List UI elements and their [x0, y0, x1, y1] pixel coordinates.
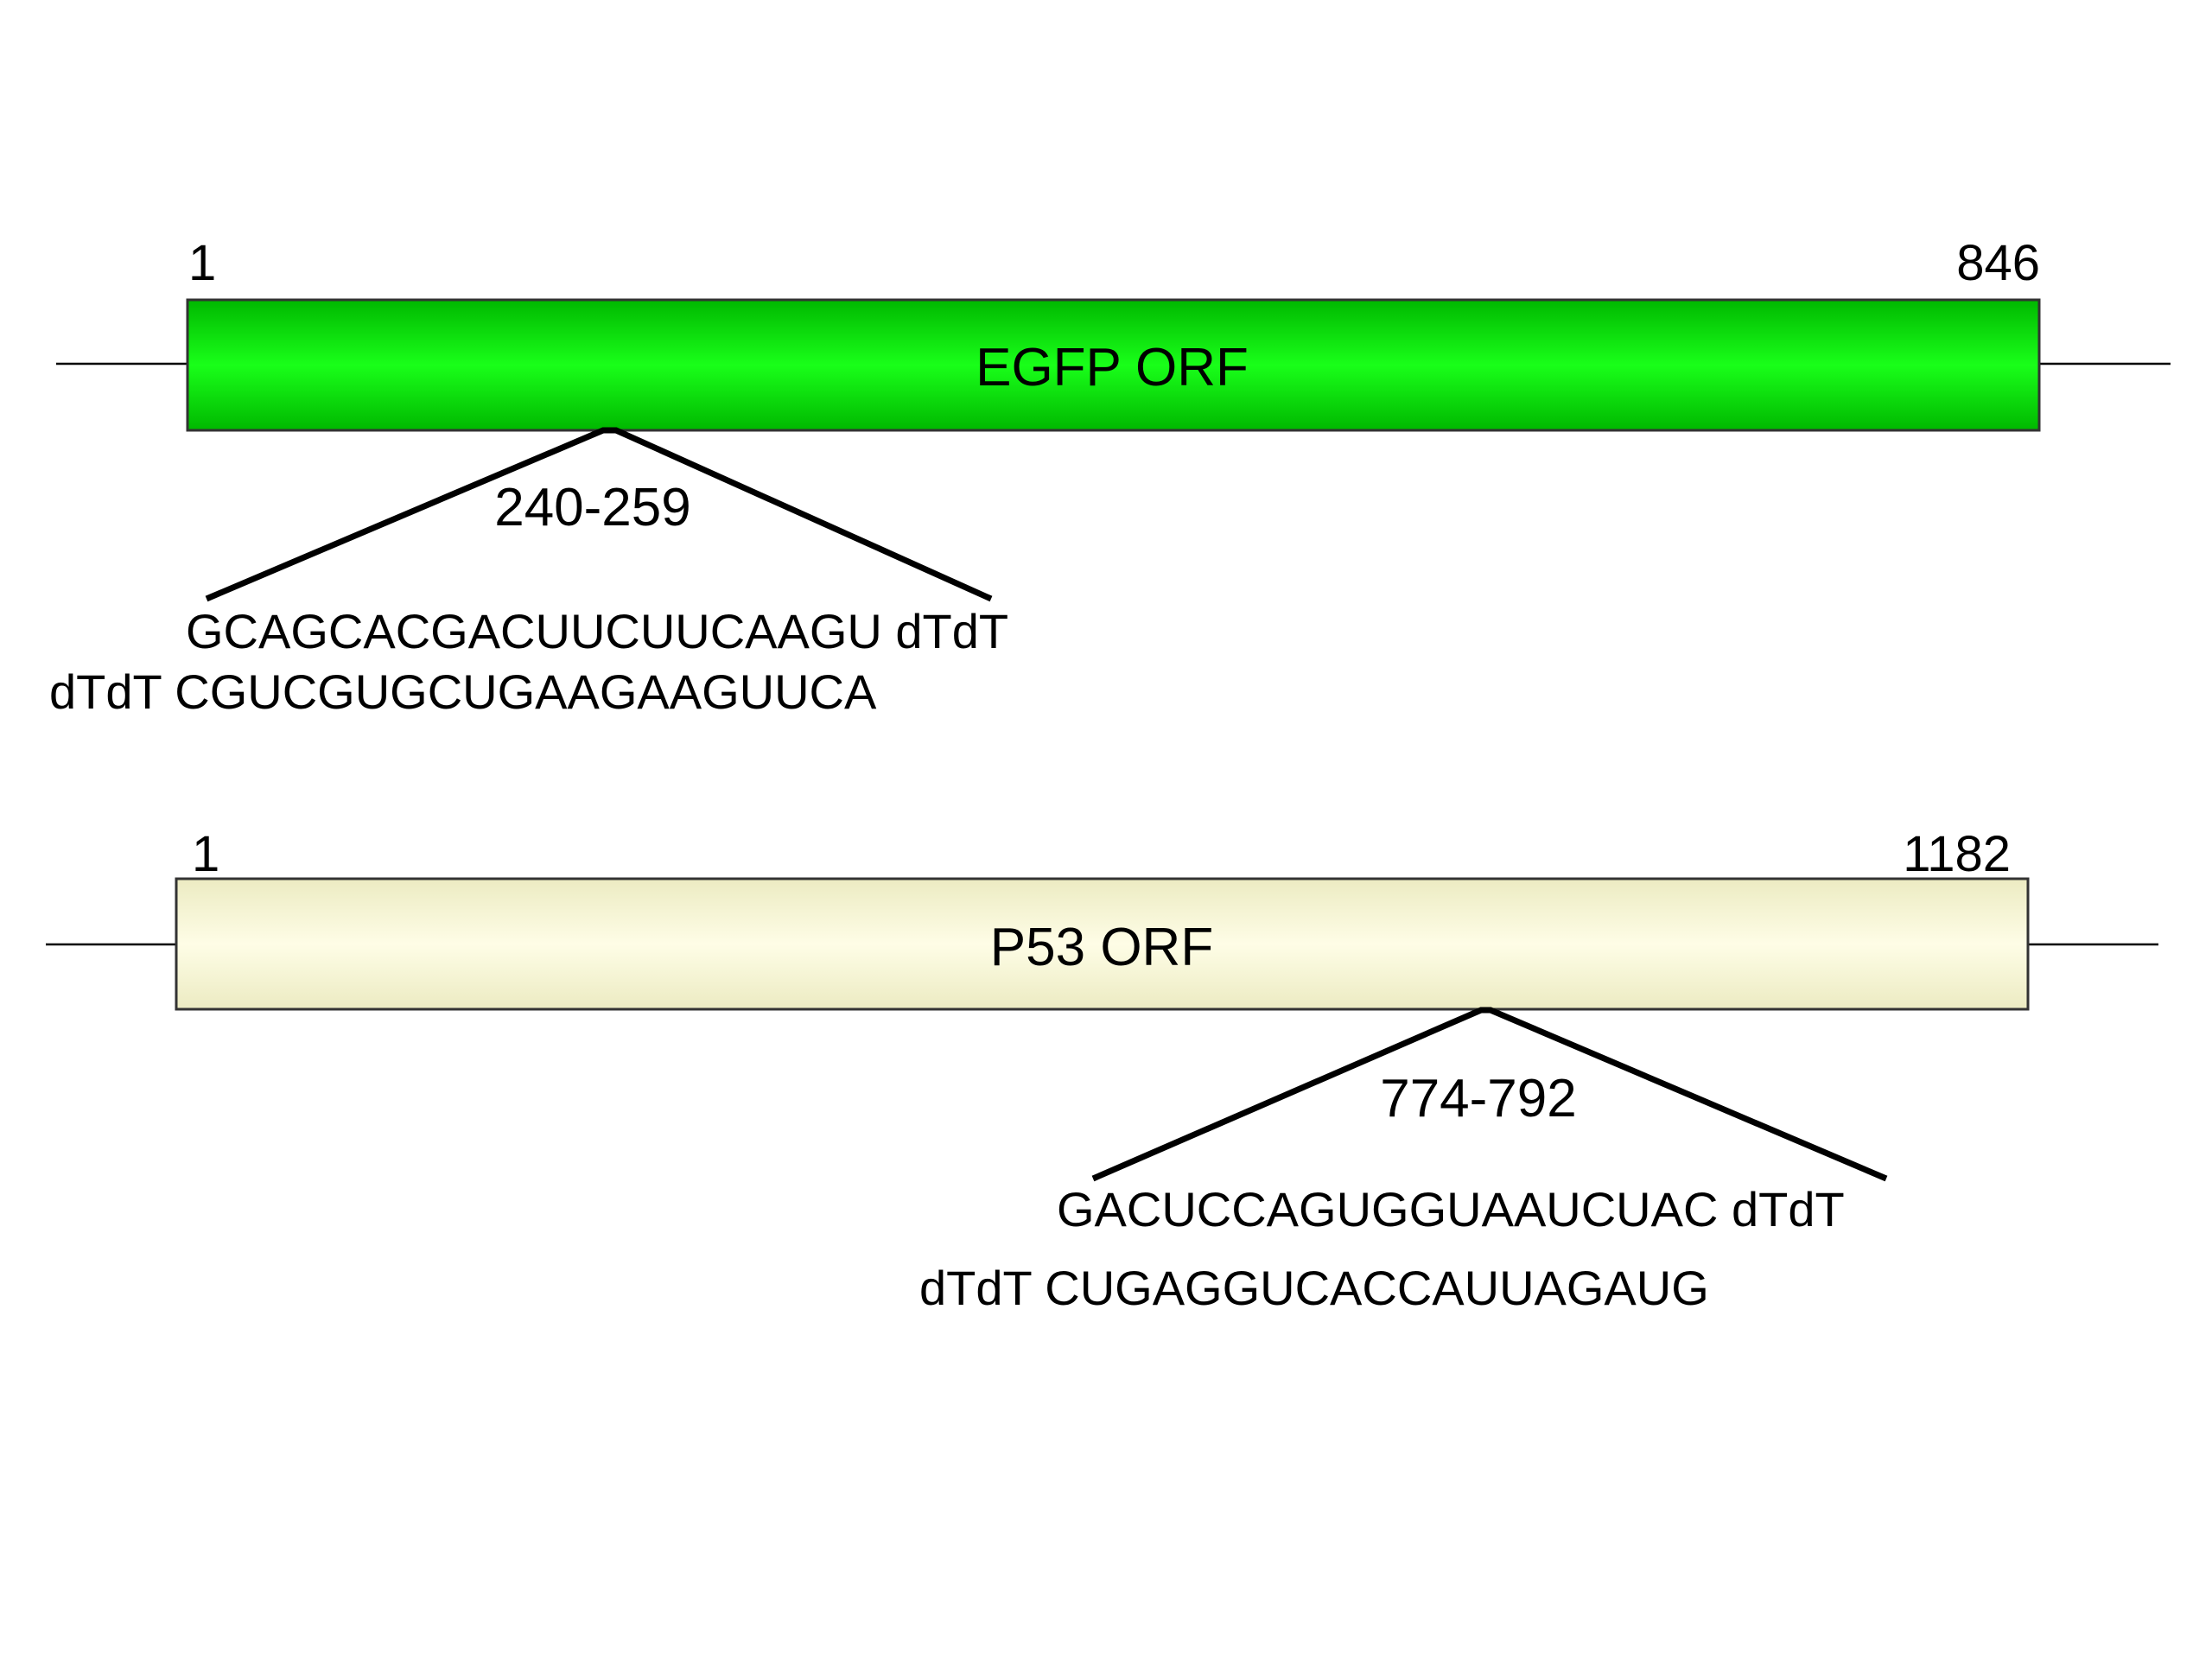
p53-orf-box	[175, 877, 2030, 1011]
egfp-construct: 1 846 EGFP ORF 240-259 GCAGCACGACUUCUUCA…	[49, 235, 2171, 719]
p53-antisense-strand: dTdT CUGAGGUCACCAUUAGAUG	[919, 1261, 1709, 1315]
egfp-target-callout	[205, 427, 993, 602]
egfp-end-label: 846	[1956, 235, 2040, 291]
p53-construct: 1 1182 P53 ORF 774-792 GACUCCAGUGGUAAUCU…	[46, 826, 2158, 1315]
egfp-orf-box	[186, 298, 2041, 432]
egfp-sense-strand: GCAGCACGACUUCUUCAAGU dTdT	[186, 604, 1008, 658]
p53-target-range: 774-792	[1380, 1069, 1577, 1128]
p53-end-label: 1182	[1903, 826, 2011, 882]
p53-target-callout	[1091, 1007, 1888, 1182]
p53-start-label: 1	[192, 826, 219, 882]
egfp-target-range: 240-259	[494, 478, 691, 537]
p53-orf-label: P53 ORF	[990, 918, 1213, 977]
egfp-start-label: 1	[188, 235, 216, 291]
p53-sense-strand: GACUCCAGUGGUAAUCUAC dTdT	[1057, 1182, 1845, 1236]
egfp-orf-label: EGFP ORF	[976, 338, 1249, 397]
egfp-antisense-strand: dTdT CGUCGUGCUGAAGAAGUUCA	[49, 664, 877, 719]
